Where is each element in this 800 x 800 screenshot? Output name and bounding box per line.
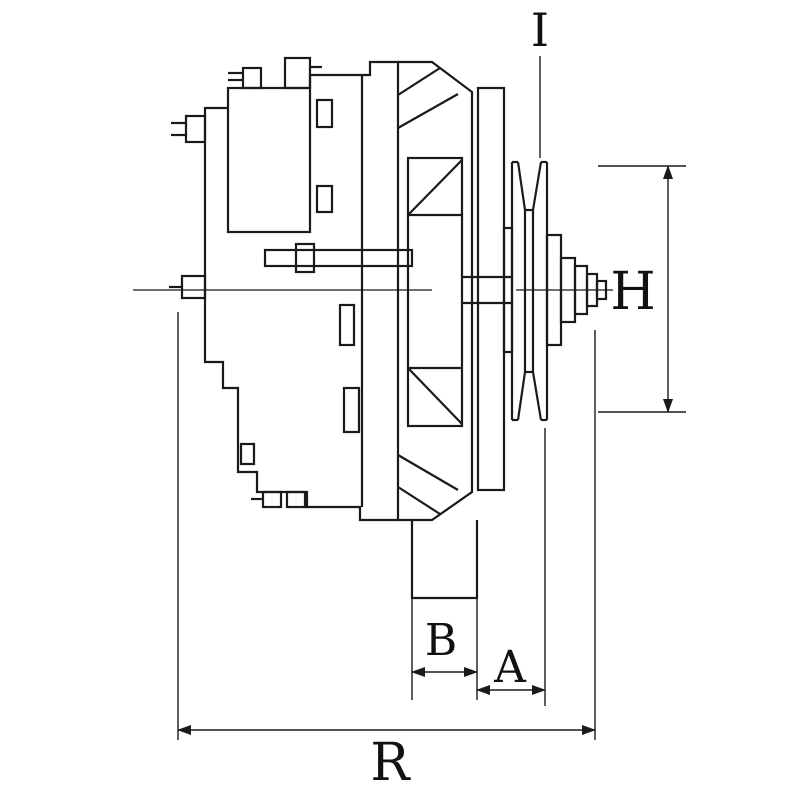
alternator-body: [169, 56, 414, 522]
bottom-tab-1: [261, 490, 283, 509]
vent-slot-1: [315, 98, 334, 129]
hub-left: [502, 226, 514, 354]
dim-label-h: H: [610, 262, 655, 322]
vent-slot-3: [338, 303, 356, 347]
fan-blade-1: [397, 67, 441, 96]
fan-blade-3: [397, 454, 459, 491]
fan-blade-2: [397, 93, 459, 129]
groove-top-right: [531, 161, 543, 211]
dim-label-a: A: [493, 642, 527, 693]
terminal-upper: [184, 114, 207, 144]
fan-disc: [476, 86, 506, 492]
bottom-tab-2: [285, 490, 309, 509]
dimension-r: R: [177, 312, 596, 793]
fan-section: [397, 60, 512, 600]
through-bolt: [263, 248, 414, 268]
rotor-diag-top: [407, 159, 463, 216]
vent-slot-2: [315, 184, 334, 214]
groove-bottom-left: [516, 371, 527, 421]
fan-blade-4: [397, 486, 441, 515]
pulley: [502, 160, 608, 422]
dim-label-r: R: [370, 733, 411, 793]
fan-outline: [398, 60, 474, 522]
rotor-diag-bottom: [407, 367, 463, 425]
bolt-head: [294, 242, 316, 274]
dimension-i: I: [531, 3, 549, 158]
rotor-block: [406, 156, 464, 428]
groove-bottom-right: [531, 371, 543, 421]
shaft-tip: [595, 279, 608, 301]
top-tab-left: [241, 66, 263, 90]
body-outline: [203, 60, 400, 522]
dimensions: I H B A: [177, 3, 686, 793]
regulator-box: [226, 86, 312, 234]
mounting-lug: [410, 520, 479, 600]
dim-label-b: B: [425, 615, 457, 666]
dimension-a: A: [476, 428, 546, 706]
dimension-b: B: [411, 598, 478, 700]
terminal-mid: [180, 274, 207, 300]
dimension-h: H: [598, 165, 686, 413]
dim-label-i: I: [531, 3, 549, 57]
top-tab-right: [283, 56, 312, 90]
groove-top-left: [516, 161, 527, 211]
vent-slot-4: [342, 386, 361, 434]
lower-box: [239, 442, 256, 466]
